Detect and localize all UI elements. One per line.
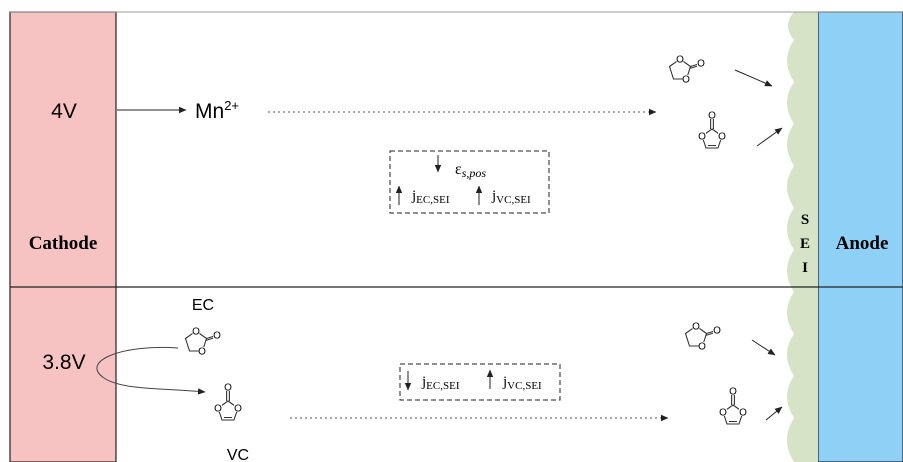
anode-label: Anode	[836, 233, 889, 254]
voltage-bottom-label: 3.8V	[42, 351, 85, 374]
anode-region	[817, 11, 903, 462]
voltage-top-label: 4V	[51, 100, 77, 123]
sei-letter-e: E	[800, 236, 810, 252]
ec-label: EC	[192, 297, 214, 314]
ec-molecule-bottom	[184, 325, 222, 359]
cathode-region	[9, 11, 117, 462]
vc-label: VC	[227, 447, 249, 462]
j-vc-bottom-label: jVC,SEI	[502, 374, 542, 392]
j-ec-label: jEC,SEI	[411, 188, 450, 206]
ec-molecule	[668, 53, 706, 87]
j-vc-label: jVC,SEI	[491, 188, 531, 206]
sei-letter-i: I	[802, 260, 808, 276]
mn-ion-label: Mn2+	[195, 98, 239, 123]
vc-to-sei-arrow-bottom	[765, 406, 783, 421]
ec-molecule-right	[684, 320, 722, 354]
vc-to-sei-arrow-top	[756, 127, 783, 147]
vc-molecule	[697, 109, 727, 149]
sei-letter-s: S	[801, 212, 809, 228]
top-rate-box	[389, 150, 550, 214]
sei-layer	[787, 12, 818, 462]
j-ec-bottom-label: jEC,SEI	[421, 374, 460, 392]
bottom-rate-box	[399, 363, 561, 401]
cathode-label: Cathode	[29, 233, 98, 254]
vc-molecule-right	[718, 385, 748, 425]
ec-to-vc-curved-arrow	[96, 346, 206, 395]
vc-molecule-bottom	[213, 381, 243, 421]
ec-to-sei-arrow-bottom	[751, 339, 776, 356]
eps-label: εs,pos	[455, 161, 486, 180]
ec-to-sei-arrow-top	[734, 69, 773, 87]
